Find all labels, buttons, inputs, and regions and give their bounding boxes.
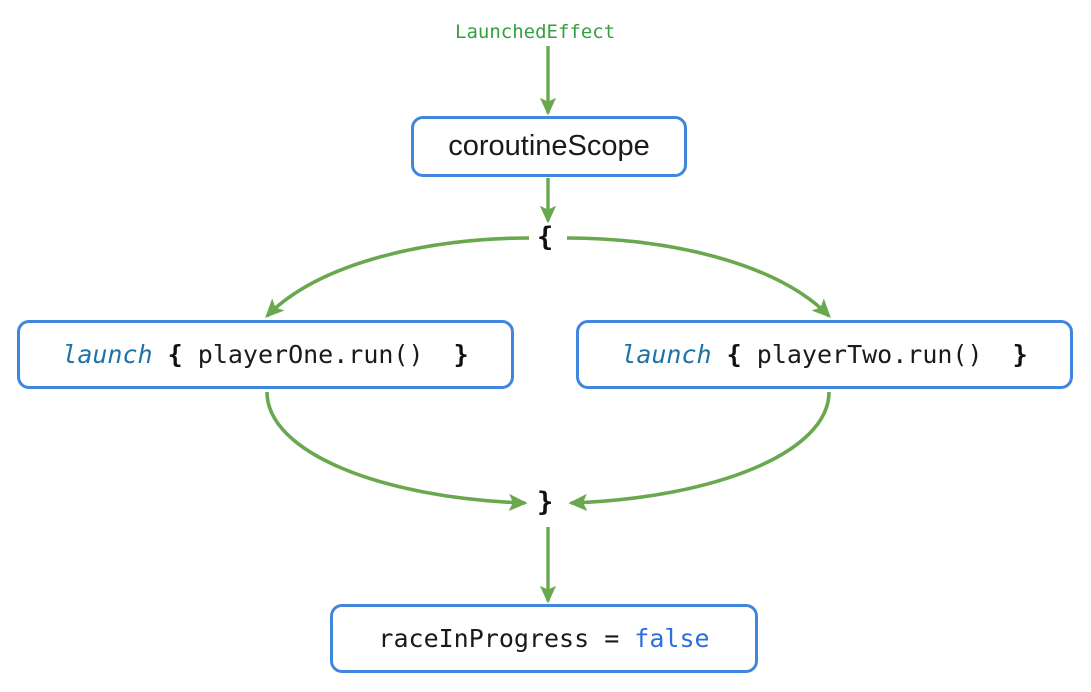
keyword-launch-one: launch xyxy=(62,340,153,369)
node-coroutine-scope[interactable]: coroutineScope xyxy=(411,116,687,177)
edge-launch-one-to-close-brace xyxy=(265,391,528,512)
brace-open-launch-two: { xyxy=(726,340,742,369)
node-close-brace: } xyxy=(537,487,554,518)
node-race-in-progress-code: raceInProgress = false xyxy=(378,626,709,651)
brace-open-launch-one: { xyxy=(167,340,183,369)
node-race-in-progress[interactable]: raceInProgress = false xyxy=(330,604,758,673)
node-launch-player-one[interactable]: launch { playerOne.run() } xyxy=(17,320,514,389)
race-in-progress-assignment: raceInProgress = xyxy=(378,624,635,653)
node-launched-effect: LaunchedEffect xyxy=(455,21,616,43)
body-launch-one: playerOne.run() xyxy=(197,340,424,369)
edge-launch-two-to-close-brace xyxy=(568,391,831,512)
brace-close-launch-two: } xyxy=(1012,340,1028,369)
node-coroutine-scope-label: coroutineScope xyxy=(448,130,650,162)
edge-open-brace-to-launch-two xyxy=(566,236,831,318)
node-open-brace: { xyxy=(537,222,554,253)
node-launch-player-one-code: launch { playerOne.run() } xyxy=(62,342,468,367)
race-in-progress-value: false xyxy=(634,624,710,653)
keyword-launch-two: launch xyxy=(621,340,712,369)
brace-close-launch-one: } xyxy=(453,340,469,369)
edge-open-brace-to-launch-one xyxy=(265,236,530,318)
body-launch-two: playerTwo.run() xyxy=(756,340,983,369)
node-launch-player-two-code: launch { playerTwo.run() } xyxy=(621,342,1027,367)
node-launch-player-two[interactable]: launch { playerTwo.run() } xyxy=(576,320,1073,389)
